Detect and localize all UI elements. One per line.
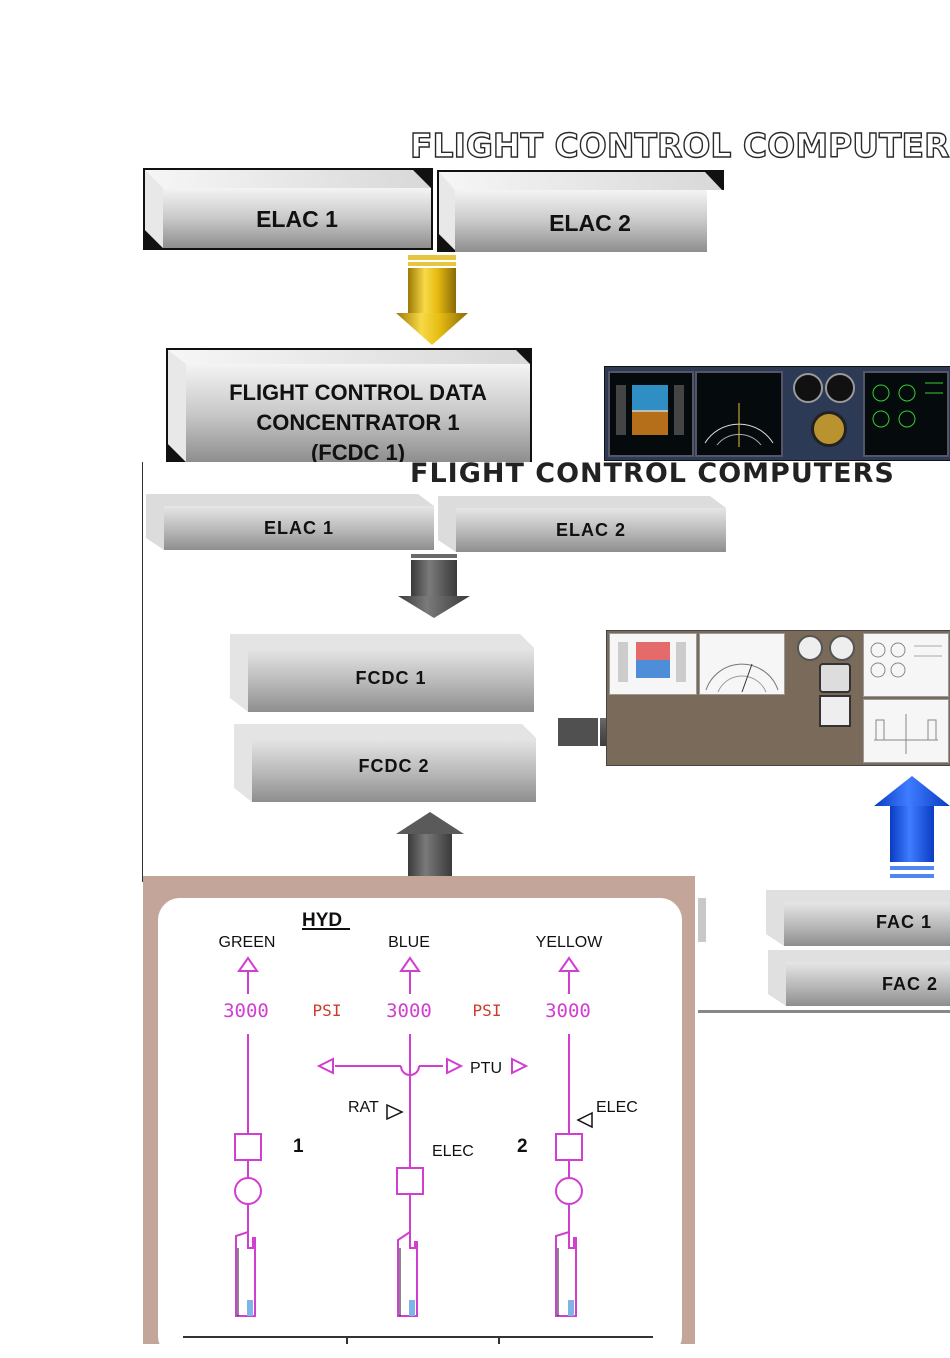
green-reservoir-icon xyxy=(235,1230,256,1317)
ecam-screen-icon xyxy=(863,371,949,457)
nd-screen-icon xyxy=(695,371,783,457)
fcdc2-block: FCDC 2 xyxy=(234,724,536,802)
blue-up-arrow-icon xyxy=(874,776,950,878)
blue-elec-pump-icon xyxy=(396,1167,424,1195)
yellow-pressure-value: 3000 xyxy=(545,1000,591,1022)
fac2-label: FAC 2 xyxy=(882,974,939,994)
elac2-label-top: ELAC 2 xyxy=(549,210,631,236)
standby-gauge-icon xyxy=(793,373,823,403)
cockpit-display-panel xyxy=(606,630,950,766)
elac1-block: ELAC 1 xyxy=(146,494,434,550)
elec-yellow-arrow-icon xyxy=(576,1111,593,1129)
yellow-reservoir-icon xyxy=(555,1230,577,1317)
gray-up-arrow-icon xyxy=(396,812,464,876)
standby-gauge-icon xyxy=(829,635,855,661)
psi-unit-left: PSI xyxy=(313,1001,342,1020)
standby-compass-icon xyxy=(819,695,851,727)
green-pressure-value: 3000 xyxy=(223,1000,269,1022)
pump-2-label: 2 xyxy=(517,1136,528,1157)
fcdc2-label: FCDC 2 xyxy=(358,756,430,776)
green-accumulator-icon xyxy=(234,1177,262,1205)
slide2-left-border xyxy=(142,462,143,882)
blue-pressure-value: 3000 xyxy=(386,1000,432,1022)
cockpit-display-panel-top xyxy=(604,366,950,461)
elec-yellow-label: ELEC xyxy=(596,1099,638,1116)
gray-down-arrow-icon xyxy=(398,554,470,618)
ewd-screen-icon xyxy=(863,633,949,697)
fac2-block: FAC 2 xyxy=(768,950,950,1006)
elec-blue-label: ELEC xyxy=(432,1143,474,1160)
fac1-label: FAC 1 xyxy=(876,912,933,932)
standby-horizon-icon xyxy=(819,663,851,693)
nd-screen-icon xyxy=(699,633,785,695)
fcdc1-label-top: FLIGHT CONTROL DATA CONCENTRATOR 1 (FCDC… xyxy=(186,378,530,462)
fcdc-line-1: FLIGHT CONTROL DATA xyxy=(229,380,487,405)
fac-bottom-line xyxy=(698,1010,950,1013)
fcdc-line-3: (FCDC 1) xyxy=(310,440,406,462)
slide2-title: FLIGHT CONTROL COMPUTERS xyxy=(410,458,895,489)
sd-screen-icon xyxy=(863,699,949,763)
pfd-screen-icon xyxy=(609,633,697,695)
blue-reservoir-icon xyxy=(397,1230,418,1317)
ptu-label: PTU xyxy=(470,1060,502,1077)
elac1-label: ELAC 1 xyxy=(263,518,334,538)
fac1-block: FAC 1 xyxy=(766,890,950,946)
yellow-supply-arrow-icon xyxy=(558,956,580,972)
elac2-label: ELAC 2 xyxy=(555,520,626,540)
yellow-pump-2-icon xyxy=(555,1133,583,1161)
fcdc-line-2: CONCENTRATOR 1 xyxy=(256,410,460,435)
fcdc1-block-top: FLIGHT CONTROL DATA CONCENTRATOR 1 (FCDC… xyxy=(166,348,532,462)
green-pump-1-icon xyxy=(234,1133,262,1161)
yellow-down-arrow-icon xyxy=(396,255,468,345)
system-yellow-label: YELLOW xyxy=(536,934,604,951)
elac2-block: ELAC 2 xyxy=(438,496,726,552)
rat-label: RAT xyxy=(348,1099,379,1116)
standby-gauge-icon xyxy=(797,635,823,661)
system-blue-label: BLUE xyxy=(388,934,430,951)
elac2-block-top: ELAC 2 xyxy=(437,170,724,252)
hyd-page xyxy=(158,898,682,1358)
slide1-title: FLIGHT CONTROL COMPUTERS xyxy=(409,125,950,165)
fcdc1-block: FCDC 1 xyxy=(230,634,534,712)
elac1-block-top: ELAC 1 xyxy=(143,168,433,250)
ptu-right-arrow-icon xyxy=(511,1057,529,1075)
pump-1-label: 1 xyxy=(293,1136,304,1157)
elac1-label-top: ELAC 1 xyxy=(256,206,338,232)
blue-supply-arrow-icon xyxy=(399,956,421,972)
fcdc1-label: FCDC 1 xyxy=(355,668,427,688)
ptu-left-arrow-icon xyxy=(316,1057,334,1075)
psi-unit-right: PSI xyxy=(473,1001,502,1020)
standby-horizon-icon xyxy=(811,411,847,447)
rat-arrow-icon xyxy=(386,1103,404,1121)
yellow-accumulator-icon xyxy=(555,1177,583,1205)
hyd-title: HYD xyxy=(302,910,342,931)
hyd-schematic: HYD GREEN BLUE YELLOW 3000 3000 3000 PSI… xyxy=(183,910,653,1344)
standby-gauge-icon xyxy=(825,373,855,403)
fac-divider xyxy=(698,898,706,942)
green-supply-arrow-icon xyxy=(237,956,259,972)
pfd-screen-icon xyxy=(608,371,694,457)
system-green-label: GREEN xyxy=(219,934,276,951)
